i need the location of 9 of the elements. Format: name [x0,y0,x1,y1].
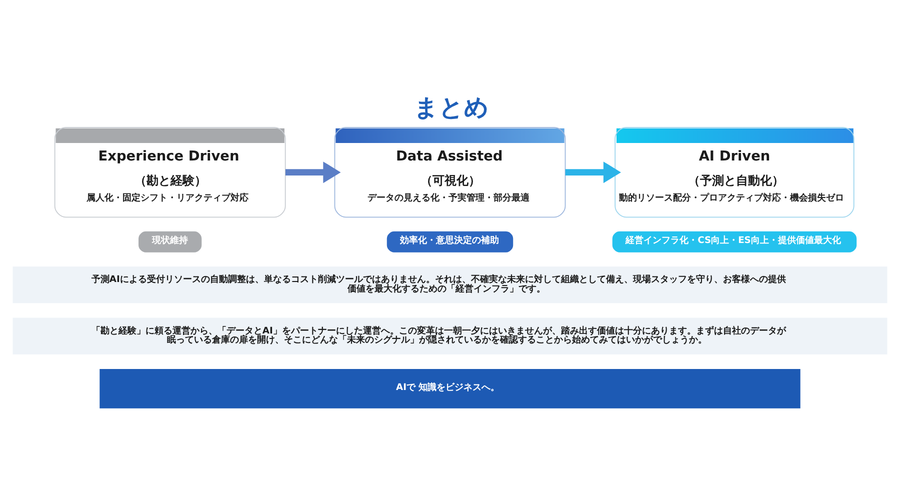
node-box: 現状維持 [138,231,202,252]
arrow [565,162,621,184]
diagram-title: まとめ [414,93,489,122]
label: 「勘と経験」に頼る運営から、「データとAI」をパートナーにした運営へ。この変革は一朝一夕にはいきませんが、踏み出す価値は十分にあります。まずは自社のデータが眠っている倉庫の扉を開け、そこにどんな「未来のシグナル」が隠されているかを確認することから始めてみてはいかがでしょうか。 [91,326,786,346]
label: 予測AIによる受付リソースの自動調整は、単なるコスト削減ツールではありません。それは、不確実な未来に対して組織として備え、現場スタッフを守り、お客様への提供価値を最大化するための「経営インフラ」です。 [91,275,786,294]
node-box: 効率化・意思決定の補助 [386,231,514,252]
node-box: 経営インフラ化・CS向上・ES向上・提供価値最大化 [612,231,857,252]
arrow [285,162,341,184]
label: AIで 知識をビジネスへ。 [396,383,500,394]
